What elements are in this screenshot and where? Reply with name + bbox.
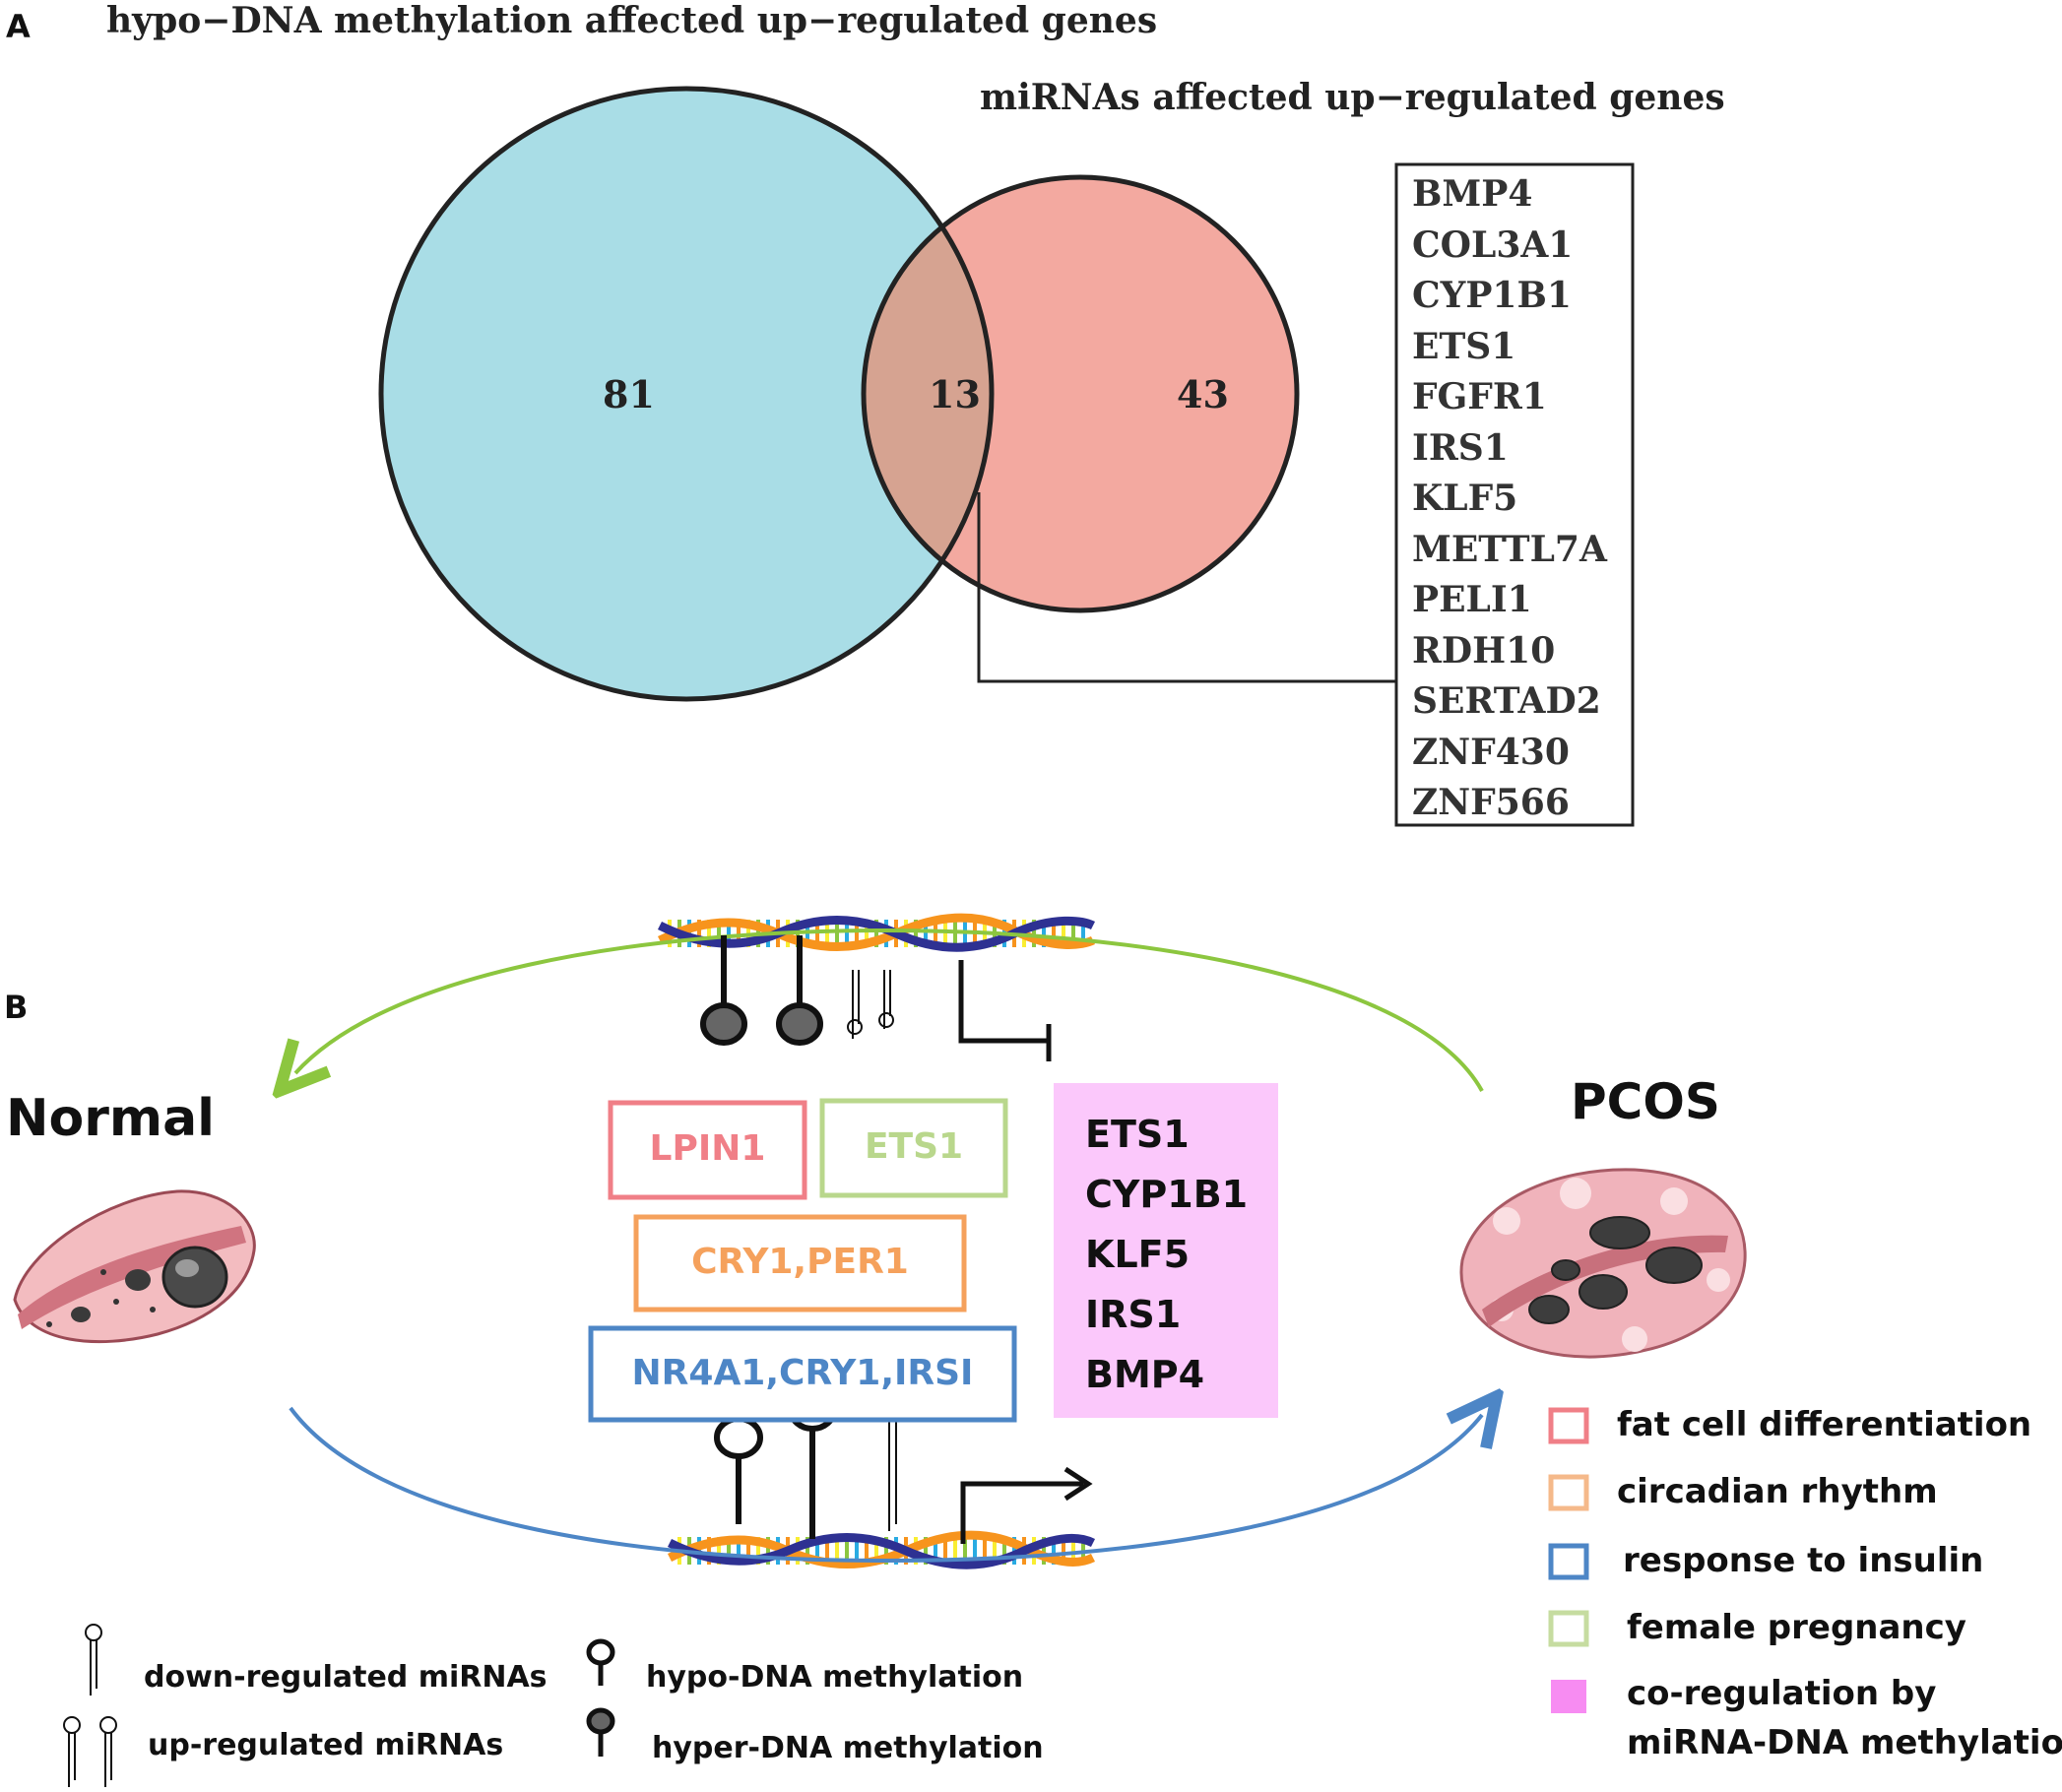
coregulated-gene-item: IRS1 <box>1085 1293 1182 1336</box>
legend-label-hyper: hyper-DNA methylation <box>652 1731 1044 1765</box>
overlap-gene-item: KLF5 <box>1412 478 1518 519</box>
box-label-cry1-per1: CRY1,PER1 <box>691 1242 909 1282</box>
pcos-ovary-illustration <box>1459 1168 1747 1359</box>
normal-ovary-illustration <box>13 1189 256 1344</box>
legend-label-hypo: hypo-DNA methylation <box>646 1660 1024 1695</box>
overlap-gene-item: BMP4 <box>1412 173 1533 215</box>
legend-label-pregnancy: female pregnancy <box>1627 1608 1966 1647</box>
coregulated-gene-item: BMP4 <box>1085 1353 1205 1396</box>
overlap-gene-item: METTL7A <box>1412 528 1607 570</box>
box-label-ets1: ETS1 <box>864 1126 964 1167</box>
overlap-gene-item: FGFR1 <box>1412 376 1547 417</box>
pcos-label: PCOS <box>1571 1073 1720 1130</box>
overlap-gene-item: SERTAD2 <box>1412 680 1601 722</box>
overlap-gene-item: ETS1 <box>1412 325 1516 367</box>
box-label-lpin1: LPIN1 <box>649 1128 766 1169</box>
overlap-gene-item: RDH10 <box>1412 629 1556 672</box>
legend-label-circadian: circadian rhythm <box>1617 1472 1938 1511</box>
left-only-count: 81 <box>603 372 655 416</box>
function-box-ets1 <box>819 1098 1008 1198</box>
legend-swatch-circadian <box>1548 1474 1589 1511</box>
overlap-gene-item: ZNF430 <box>1412 731 1570 773</box>
legend-label-coregulation-2: miRNA-DNA methylation <box>1627 1723 2062 1762</box>
legend-hypo-icon <box>586 1638 615 1686</box>
overlap-gene-item: IRS1 <box>1412 426 1509 469</box>
venn-left-circle <box>381 89 992 699</box>
coregulated-gene-item: ETS1 <box>1085 1113 1190 1156</box>
overlap-count: 13 <box>929 372 981 416</box>
overlap-gene-item: PELI1 <box>1412 579 1532 620</box>
legend-label-fat-cell: fat cell differentiation <box>1617 1405 2032 1444</box>
arrow-normal-to-pcos <box>289 1408 1482 1564</box>
venn-diagram <box>378 86 1300 702</box>
overlap-gene-list-box <box>1394 162 1635 827</box>
legend-label-insulin: response to insulin <box>1623 1541 1984 1580</box>
overlap-gene-item: CYP1B1 <box>1412 275 1572 316</box>
legend-swatch-insulin <box>1548 1543 1589 1580</box>
legend-up-mirna-icon <box>63 1716 117 1787</box>
right-set-title: miRNAs affected up−regulated genes <box>980 77 1725 118</box>
up-mirna-marks-top <box>847 970 894 1039</box>
coregulated-gene-item: KLF5 <box>1085 1233 1191 1276</box>
legend-label-up-mirna: up-regulated miRNAs <box>148 1728 504 1762</box>
right-only-count: 43 <box>1177 372 1229 416</box>
function-box-lpin1 <box>608 1100 807 1200</box>
repression-mark <box>958 960 1052 1061</box>
arrow-pcos-to-normal <box>295 928 1484 1091</box>
overlap-gene-item: COL3A1 <box>1412 224 1574 266</box>
function-box-cry1-per1 <box>633 1214 967 1312</box>
panel-a-label: A <box>6 8 31 45</box>
legend-swatch-fat-cell <box>1548 1407 1589 1444</box>
coregulation-box <box>1054 1083 1278 1418</box>
legend-down-mirna-icon <box>85 1624 102 1696</box>
dna-helix-top <box>657 913 1096 952</box>
coregulated-gene-item: CYP1B1 <box>1085 1173 1249 1216</box>
overlap-gene-item: ZNF566 <box>1412 782 1570 823</box>
hyper-methylation-marks-top <box>700 935 823 1046</box>
legend-label-coregulation-1: co-regulation by <box>1627 1674 1937 1713</box>
overlap-leader-line <box>977 492 1396 683</box>
normal-label: Normal <box>6 1089 215 1148</box>
legend-label-down-mirna: down-regulated miRNAs <box>144 1660 548 1695</box>
activation-arrow <box>960 1481 1083 1544</box>
dna-helix-bottom <box>667 1530 1096 1569</box>
function-box-nr4a1 <box>588 1325 1017 1423</box>
legend-hyper-icon <box>586 1707 615 1757</box>
legend-swatch-coregulation <box>1551 1680 1586 1713</box>
box-label-nr4a1: NR4A1,CRY1,IRSI <box>631 1353 974 1393</box>
legend-swatch-pregnancy <box>1548 1610 1589 1647</box>
left-set-title: hypo−DNA methylation affected up−regulat… <box>106 0 1158 41</box>
panel-b-label: B <box>4 989 29 1026</box>
